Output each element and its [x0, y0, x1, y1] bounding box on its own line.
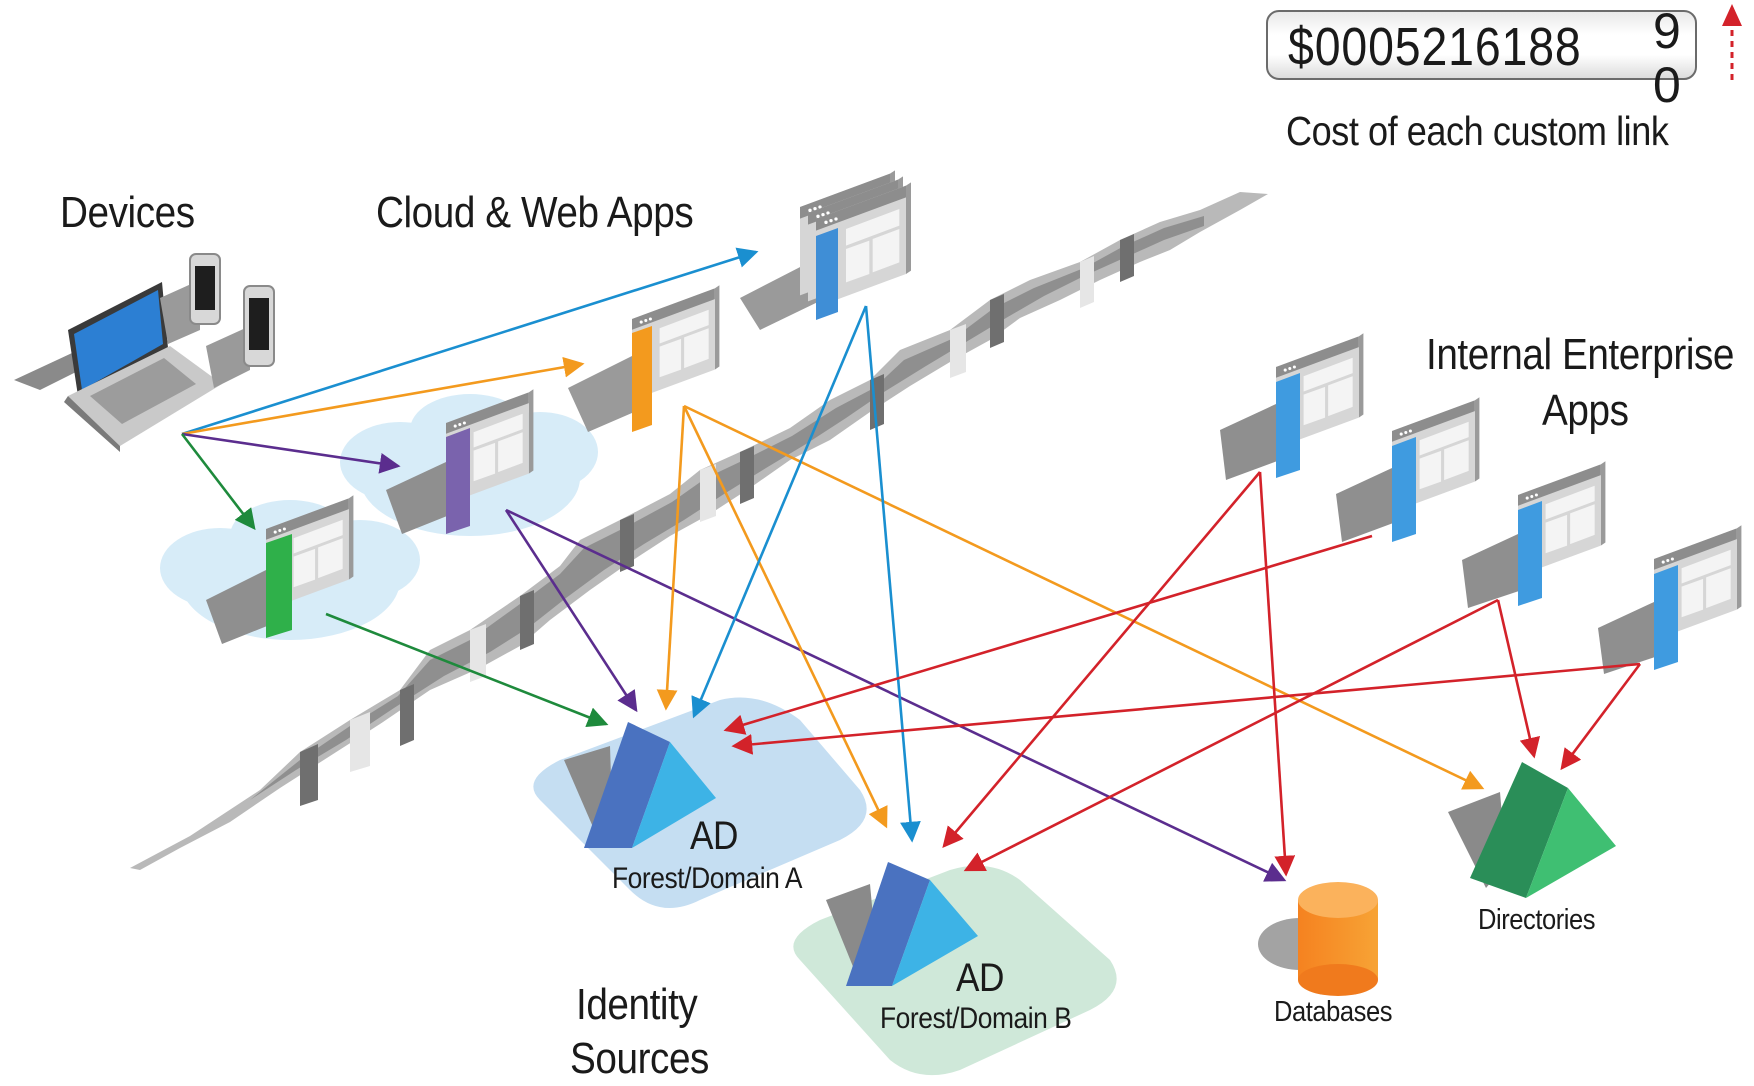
link-orange-to-directories: [683, 404, 1485, 790]
link-internal1-to-ad-b: [942, 471, 1261, 848]
ad-a-prism-icon: [564, 722, 716, 848]
cloud-web-apps-label: Cloud & Web Apps: [376, 188, 694, 237]
database-icon: [1258, 882, 1378, 996]
cloud-app-purple: [386, 389, 534, 534]
directories-prism-icon: [1448, 762, 1616, 898]
link-laptop-to-blue-app: [181, 247, 759, 436]
link-orange-to-ad-a: [656, 405, 686, 711]
crack-chasm: [130, 192, 1268, 870]
link-internal3-to-ad-b: [963, 598, 1499, 872]
identity-sources-label-line1: Identity: [576, 980, 698, 1029]
internal-apps-label-line1: Internal Enterprise: [1426, 330, 1735, 379]
link-internal1-to-database: [1258, 471, 1296, 877]
cloud-app-orange: [568, 285, 720, 432]
cost-counter-rolling-digit: 9 0: [1653, 3, 1683, 112]
link-laptop-to-orange-app: [181, 356, 585, 436]
cost-caption: Cost of each custom link: [1286, 108, 1669, 154]
ad-a-title: AD: [690, 814, 739, 858]
internal-app-3: [1462, 461, 1606, 608]
link-internal2-to-ad-a: [723, 534, 1373, 735]
directories-label: Directories: [1478, 904, 1596, 936]
cost-increase-arrow: [1722, 4, 1742, 80]
phone-icon: [160, 253, 221, 344]
cloud-app-green: [206, 495, 354, 644]
laptop-icon: [14, 282, 222, 452]
link-green-to-ad-a: [325, 612, 609, 728]
link-laptop-to-green-app: [180, 433, 256, 531]
ad-b-subtitle: Forest/Domain B: [880, 1002, 1072, 1035]
link-blue-to-ad-a: [691, 305, 868, 719]
link-blue-to-ad-b: [864, 305, 921, 843]
rolling-digit-top: 9: [1653, 3, 1681, 59]
internal-app-4: [1598, 525, 1742, 674]
internal-app-1: [1220, 333, 1364, 480]
cost-counter-value: $0005216188: [1288, 17, 1582, 77]
ad-a-subtitle: Forest/Domain A: [612, 862, 803, 895]
link-internal4-to-directories: [1560, 663, 1642, 771]
rolling-digit-bottom: 0: [1653, 57, 1681, 113]
phone-icon-2: [206, 285, 275, 388]
cost-counter: $0005216188 9 0: [1266, 4, 1697, 112]
internal-apps-label-line2: Apps: [1542, 386, 1629, 435]
ad-b-title: AD: [956, 956, 1005, 1000]
connection-links: [180, 247, 1642, 882]
internal-app-2: [1336, 397, 1480, 542]
link-orange-to-ad-b: [682, 405, 888, 829]
link-internal4-to-ad-a: [731, 662, 1641, 755]
cloud-app-blue-stack: [740, 170, 911, 330]
link-laptop-to-purple-app: [181, 432, 401, 474]
link-internal3-to-directories: [1496, 599, 1541, 759]
ad-b-prism-icon: [826, 862, 978, 986]
link-purple-to-ad-a: [504, 509, 638, 713]
identity-sources-label-line2: Sources: [570, 1034, 709, 1083]
devices-label: Devices: [60, 188, 195, 237]
link-purple-to-database: [505, 508, 1287, 882]
databases-label: Databases: [1274, 996, 1393, 1028]
